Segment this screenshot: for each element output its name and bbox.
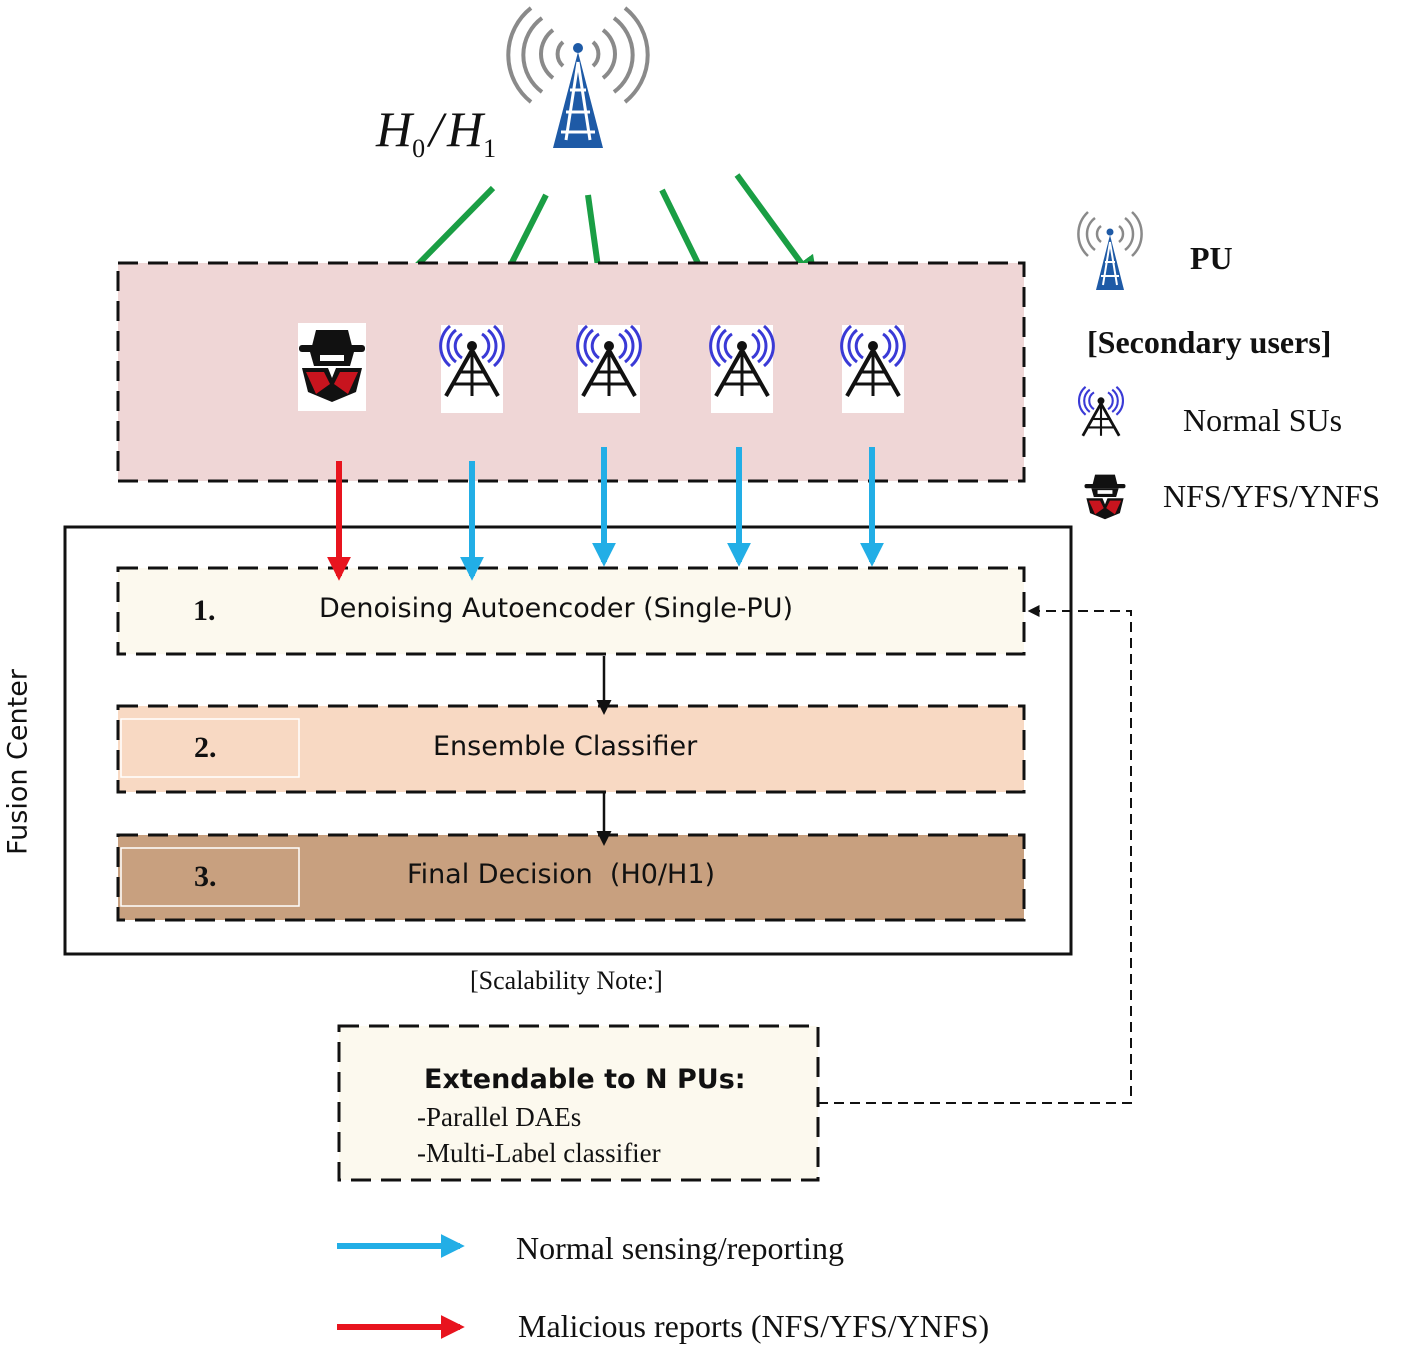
legend-secondary-header: [Secondary users]: [1087, 324, 1332, 360]
scalability-note-box: [337, 1024, 820, 1182]
scalability-item: -Multi-Label classifier: [417, 1138, 661, 1168]
stage-1-box: [116, 566, 1026, 656]
hypothesis-slash: /: [429, 101, 444, 157]
normal-su-icon: [438, 324, 506, 413]
stage-1-number: 1.: [193, 594, 216, 627]
legend-pu-icon: [1077, 211, 1143, 290]
legend-malicious-arrow-label: Malicious reports (NFS/YFS/YNFS): [518, 1308, 990, 1344]
hypothesis-sub1: 1: [483, 134, 497, 163]
scalability-title: Extendable to N PUs:: [424, 1064, 746, 1095]
hypothesis-h0: H: [376, 101, 413, 157]
hypothesis-label: H0/H1: [376, 104, 496, 162]
feedback-connector: [818, 605, 1132, 1104]
stage-1-title: Denoising Autoencoder (Single-PU): [319, 593, 794, 624]
normal-su-icon: [575, 324, 643, 413]
hypothesis-h1: H: [447, 101, 484, 157]
malicious-su-icon: [298, 323, 366, 411]
scalability-note-label: [Scalability Note:]: [470, 966, 663, 995]
scalability-item: -Parallel DAEs: [417, 1102, 582, 1132]
legend-pu-label: PU: [1190, 240, 1233, 276]
fusion-center-label: Fusion Center: [2, 669, 34, 855]
pu-tower-icon: [506, 6, 650, 148]
legend-malicious-label: NFS/YFS/YNFS: [1163, 478, 1380, 514]
hypothesis-sub0: 0: [412, 134, 426, 163]
legend-normal-label: Normal SUs: [1183, 402, 1343, 438]
stage-2-number: 2.: [194, 731, 217, 764]
legend-normal-arrow-label: Normal sensing/reporting: [516, 1230, 844, 1266]
legend-malicious-su-icon: [1084, 474, 1126, 520]
stage-2-title: Ensemble Classifier: [433, 731, 698, 762]
su-report-arrows: [327, 447, 884, 581]
stage-3-title: Final Decision (H0/H1): [407, 859, 716, 890]
fusion-center-box: [63, 525, 1073, 956]
normal-su-icon: [839, 324, 907, 413]
legend-normal-su-icon: [1077, 385, 1125, 438]
stage-3-number: 3.: [194, 860, 217, 893]
normal-su-icon: [708, 324, 776, 413]
